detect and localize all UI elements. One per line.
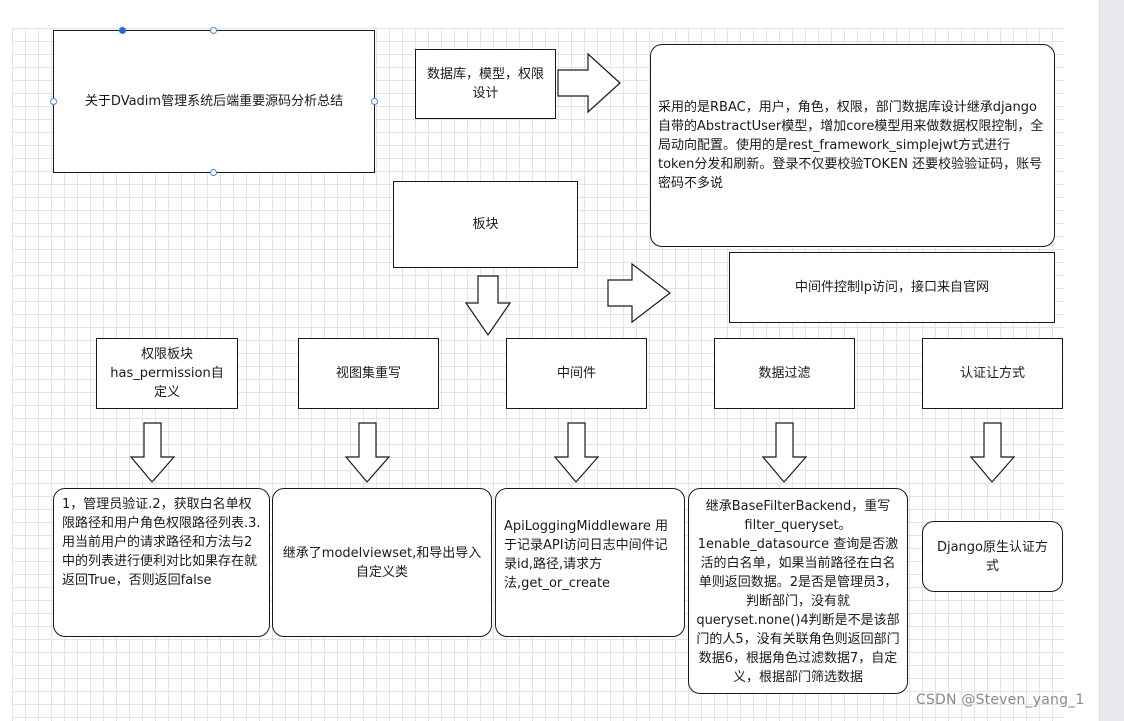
category-label-filter: 数据过滤 — [758, 366, 811, 381]
category-label-auth: 认证让方式 — [959, 366, 1025, 381]
down-arrow-filter — [761, 422, 808, 483]
db-description-text: 采用的是RBAC，用户，角色，权限，部门数据库设计继承django 自带的Abs… — [658, 100, 1044, 191]
csdn-watermark: CSDN @Steven_yang_1 — [916, 692, 1085, 708]
category-box-auth[interactable]: 认证让方式 — [922, 338, 1063, 409]
module-box[interactable]: 板块 — [393, 181, 578, 268]
selection-handle-top[interactable] — [210, 27, 217, 34]
selection-handle-right[interactable] — [371, 98, 378, 105]
detail-text-permission: 1，管理员验证.2，获取白名单权限路径和用户角色权限路径列表.3.用当前用户的请… — [62, 497, 261, 588]
down-arrow-auth — [969, 422, 1016, 483]
category-label-middleware: 中间件 — [556, 366, 596, 381]
selection-handle-left[interactable] — [50, 98, 57, 105]
down-arrow-module — [464, 275, 512, 337]
title-box-text: 关于DVadim管理系统后端重要源码分析总结 — [84, 94, 344, 109]
detail-text-viewset: 继承了modelviewset,和导出导入自定义类 — [282, 545, 482, 580]
vertical-scrollbar[interactable] — [1099, 0, 1124, 721]
category-box-permission[interactable]: 权限板块 has_permission自定义 — [96, 338, 238, 409]
db-description-box[interactable]: 采用的是RBAC，用户，角色，权限，部门数据库设计继承django 自带的Abs… — [650, 44, 1055, 247]
detail-text-filter: 继承BaseFilterBackend，重写filter_queryset。1e… — [696, 499, 900, 685]
down-arrow-viewset — [344, 422, 391, 483]
category-box-viewset[interactable]: 视图集重写 — [298, 338, 439, 409]
category-box-filter[interactable]: 数据过滤 — [714, 338, 855, 409]
right-arrow-middleware — [607, 262, 671, 324]
category-label-viewset: 视图集重写 — [335, 366, 401, 381]
db-design-box[interactable]: 数据库，模型，权限设计 — [415, 49, 556, 119]
detail-box-auth[interactable]: Django原生认证方式 — [922, 521, 1063, 592]
detail-box-middleware[interactable]: ApiLoggingMiddleware 用于记录API访问日志中间件记录id,… — [495, 488, 685, 637]
category-label-permission: 权限板块 has_permission自定义 — [110, 347, 224, 400]
title-box[interactable]: 关于DVadim管理系统后端重要源码分析总结 — [53, 30, 375, 173]
down-arrow-permission — [129, 422, 176, 483]
detail-text-auth: Django原生认证方式 — [936, 539, 1049, 574]
middleware-note-box[interactable]: 中间件控制Ip访问，接口来自官网 — [729, 252, 1055, 323]
selection-handle-top-left[interactable] — [119, 27, 126, 34]
detail-text-middleware: ApiLoggingMiddleware 用于记录API访问日志中间件记录id,… — [504, 519, 669, 591]
detail-box-permission[interactable]: 1，管理员验证.2，获取白名单权限路径和用户角色权限路径列表.3.用当前用户的请… — [53, 488, 270, 637]
right-arrow-db — [557, 52, 621, 114]
middleware-note-text: 中间件控制Ip访问，接口来自官网 — [794, 280, 990, 295]
detail-box-viewset[interactable]: 继承了modelviewset,和导出导入自定义类 — [272, 488, 492, 637]
db-design-text: 数据库，模型，权限设计 — [426, 67, 544, 101]
module-text: 板块 — [472, 217, 499, 232]
category-box-middleware[interactable]: 中间件 — [506, 338, 647, 409]
down-arrow-middleware — [553, 422, 600, 483]
selection-handle-bottom[interactable] — [210, 169, 217, 176]
detail-box-filter[interactable]: 继承BaseFilterBackend，重写filter_queryset。1e… — [688, 488, 908, 694]
canvas-margin — [1064, 0, 1099, 721]
